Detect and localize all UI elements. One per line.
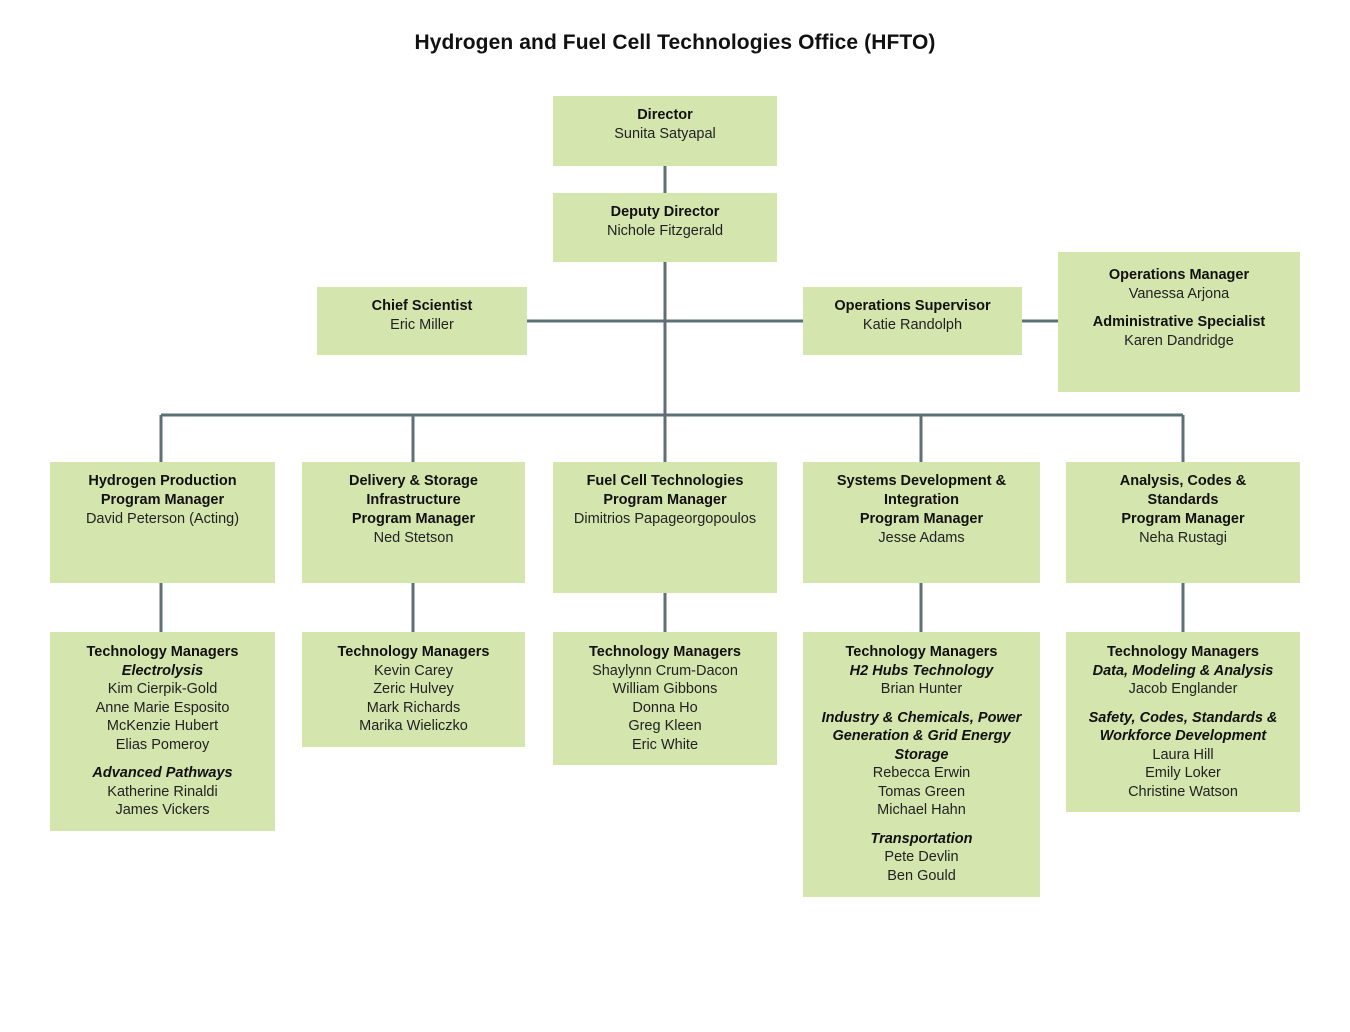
technology-manager-person: Shaylynn Crum-Dacon xyxy=(592,662,738,679)
technology-managers-header: Technology Managers xyxy=(86,644,239,660)
program-manager-person: Dimitrios Papageorgopoulos xyxy=(573,510,757,527)
operations-manager-person: Vanessa Arjona xyxy=(1128,285,1230,302)
node-chief-scientist[interactable]: Chief Scientist Eric Miller xyxy=(317,287,527,355)
technology-manager-person: William Gibbons xyxy=(612,681,718,698)
operations-supervisor-person: Katie Randolph xyxy=(862,316,963,333)
program-title-line-2: Program Manager xyxy=(100,491,225,508)
technology-managers-header: Technology Managers xyxy=(1106,644,1259,660)
program-title-line-1: Delivery & Storage xyxy=(349,473,478,489)
operations-manager-role: Operations Manager xyxy=(1108,267,1250,283)
technology-manager-person: Rebecca Erwin xyxy=(872,765,971,782)
program-title-line-1: Hydrogen Production xyxy=(88,473,237,489)
program-title-line-1: Fuel Cell Technologies xyxy=(586,473,744,489)
technology-manager-person: Michael Hahn xyxy=(877,802,966,819)
node-spacer xyxy=(1066,303,1292,313)
technology-manager-person: Elias Pomeroy xyxy=(115,736,210,753)
technology-manager-person: Kim Cierpik-Gold xyxy=(107,681,218,698)
technology-manager-person: McKenzie Hubert xyxy=(106,718,219,735)
group-spacer xyxy=(811,699,1032,709)
program-manager-person: Jesse Adams xyxy=(878,529,965,546)
technology-managers-header: Technology Managers xyxy=(845,644,998,660)
technology-group-label: Industry & Chemicals, Power Generation &… xyxy=(821,709,1022,763)
technology-group-label: Advanced Pathways xyxy=(92,765,233,782)
technology-manager-person: Emily Loker xyxy=(1145,765,1221,782)
technology-group-label: Transportation xyxy=(870,830,973,847)
director-role: Director xyxy=(637,107,693,123)
program-title-line-1: Systems Development & xyxy=(836,473,1007,489)
node-operations-supervisor[interactable]: Operations Supervisor Katie Randolph xyxy=(803,287,1022,355)
program-title-line-2: Standards xyxy=(1147,491,1219,508)
technology-manager-person: Laura Hill xyxy=(1152,746,1214,763)
technology-managers-header: Technology Managers xyxy=(337,644,490,660)
deputy-director-person: Nichole Fitzgerald xyxy=(606,222,724,239)
technology-manager-person: Ben Gould xyxy=(887,868,956,885)
program-title-line-3: Program Manager xyxy=(859,510,984,527)
director-person: Sunita Satyapal xyxy=(614,125,716,142)
technology-manager-person: Marika Wieliczko xyxy=(359,718,468,735)
administrative-specialist-person: Karen Dandridge xyxy=(1124,332,1234,349)
technology-group-label: H2 Hubs Technology xyxy=(849,662,994,679)
technology-manager-person: Donna Ho xyxy=(632,699,698,716)
chief-scientist-role: Chief Scientist xyxy=(371,298,473,314)
technology-manager-person: Brian Hunter xyxy=(880,681,963,698)
group-spacer xyxy=(1074,699,1292,709)
program-manager-person: Ned Stetson xyxy=(373,529,454,546)
operations-supervisor-role: Operations Supervisor xyxy=(834,298,991,314)
program-manager-person: David Peterson (Acting) xyxy=(85,510,240,527)
program-title-line-2: Infrastructure xyxy=(366,491,461,508)
technology-manager-person: Zeric Hulvey xyxy=(373,681,454,698)
chief-scientist-person: Eric Miller xyxy=(390,316,454,333)
technology-group-label: Safety, Codes, Standards & Workforce Dev… xyxy=(1088,709,1278,745)
program-title-line-2: Integration xyxy=(884,491,959,508)
technology-manager-person: Mark Richards xyxy=(366,699,461,716)
technology-manager-person: Kevin Carey xyxy=(374,662,453,679)
program-title-line-3: Program Manager xyxy=(1121,510,1245,527)
technology-managers-header: Technology Managers xyxy=(588,644,741,660)
technology-manager-person: Katherine Rinaldi xyxy=(107,783,218,800)
administrative-specialist-role: Administrative Specialist xyxy=(1092,314,1266,331)
program-title-line-1: Analysis, Codes & xyxy=(1119,473,1247,489)
technology-manager-person: James Vickers xyxy=(115,802,210,819)
program-title-line-2: Program Manager xyxy=(603,491,727,508)
node-deputy-director[interactable]: Deputy Director Nichole Fitzgerald xyxy=(553,193,777,262)
node-operations-manager[interactable]: Operations Manager Vanessa Arjona Admini… xyxy=(1058,252,1300,392)
group-spacer xyxy=(58,754,267,764)
technology-manager-person: Christine Watson xyxy=(1128,783,1238,800)
deputy-director-role: Deputy Director xyxy=(610,204,720,220)
node-director[interactable]: Director Sunita Satyapal xyxy=(553,96,777,166)
program-title-line-3: Program Manager xyxy=(351,510,476,527)
technology-group-label: Data, Modeling & Analysis xyxy=(1092,662,1274,679)
technology-manager-person: Eric White xyxy=(631,736,699,753)
technology-group-label: Electrolysis xyxy=(121,662,204,679)
page-title: Hydrogen and Fuel Cell Technologies Offi… xyxy=(414,31,936,54)
technology-manager-person: Greg Kleen xyxy=(628,718,702,735)
technology-manager-person: Tomas Green xyxy=(877,783,966,800)
group-spacer xyxy=(811,820,1032,830)
technology-manager-person: Pete Devlin xyxy=(884,849,959,866)
technology-manager-person: Anne Marie Esposito xyxy=(95,699,230,716)
technology-manager-person: Jacob Englander xyxy=(1128,681,1238,698)
program-manager-person: Neha Rustagi xyxy=(1139,529,1227,546)
